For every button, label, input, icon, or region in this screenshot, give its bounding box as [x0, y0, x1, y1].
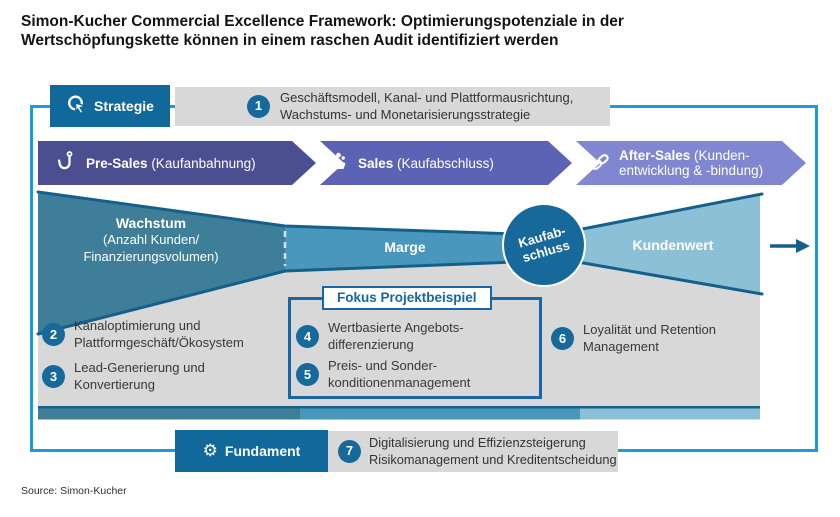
- source-note: Source: Simon-Kucher: [21, 485, 127, 497]
- chain-link-icon: [589, 151, 611, 176]
- number-badge-4: 4: [296, 324, 319, 348]
- item-2: 2 Kanaloptimierung und Plattformgeschäft…: [42, 317, 244, 351]
- item-5: 5 Preis- und Sonder- konditionenmanageme…: [296, 357, 470, 391]
- sales-title: Sales: [358, 155, 394, 171]
- foundation-text-line2: Risikomanagement und Kreditentscheidung: [369, 451, 617, 467]
- growth-sub1: (Anzahl Kunden/: [102, 232, 200, 247]
- page-title-line1: Simon-Kucher Commercial Excellence Frame…: [21, 13, 624, 30]
- growth-title: Wachstum: [115, 215, 187, 231]
- foundation-text-box: 7 Digitalisierung und Effizienzsteigerun…: [328, 431, 618, 472]
- number-badge-5: 5: [296, 362, 319, 386]
- number-badge-2: 2: [42, 322, 65, 346]
- foundation-label: Fundament: [224, 443, 301, 459]
- number-badge-1: 1: [247, 95, 270, 118]
- pre-sales-subtitle: (Kaufanbahnung): [151, 155, 256, 171]
- after-sales-subtitle-line1: (Kunden-: [694, 147, 750, 163]
- target-click-icon: [66, 94, 88, 118]
- gear-icon: ⚙: [202, 440, 218, 461]
- growth-sub2: Finanzierungsvolumen): [83, 249, 219, 264]
- strategy-label: Strategie: [94, 98, 154, 114]
- pre-sales-chevron-label: Pre-Sales (Kaufanbahnung): [56, 141, 256, 185]
- foundation-text-line1: Digitalisierung und Effizienzsteigerung: [369, 435, 586, 450]
- page-title-line2: Wertschöpfungskette können in einem rasc…: [21, 32, 559, 49]
- item-3: 3 Lead-Generierung und Konvertierung: [42, 359, 205, 393]
- sales-subtitle: (Kaufabschluss): [397, 155, 494, 171]
- growth-label: Wachstum (Anzahl Kunden/ Finanzierungsvo…: [55, 215, 247, 265]
- page-title: Simon-Kucher Commercial Excellence Frame…: [21, 12, 791, 50]
- after-sales-subtitle-line2: entwicklung & -bindung): [619, 163, 764, 178]
- number-badge-3: 3: [42, 364, 65, 388]
- after-sales-chevron-label: After-Sales (Kunden- entwicklung & -bind…: [589, 141, 763, 185]
- item-4: 4 Wertbasierte Angebots- differenzierung: [296, 319, 464, 353]
- pre-sales-title: Pre-Sales: [86, 155, 148, 171]
- margin-label: Marge: [384, 239, 426, 255]
- foundation-label-box: ⚙ Fundament: [175, 430, 328, 472]
- strategy-text-line1: Geschäftsmodell, Kanal- und Plattformaus…: [280, 90, 574, 105]
- item-6: 6 Loyalität und Retention Management: [551, 321, 716, 355]
- number-badge-7: 7: [338, 440, 361, 463]
- after-sales-title: After-Sales: [619, 147, 691, 163]
- coins-hand-icon: [328, 151, 349, 176]
- strategy-text-box: 1 Geschäftsmodell, Kanal- und Plattforma…: [175, 87, 610, 126]
- sales-chevron-label: Sales (Kaufabschluss): [328, 141, 494, 185]
- focus-project-label: Fokus Projektbeispiel: [322, 286, 492, 310]
- strategy-label-box: Strategie: [50, 85, 170, 127]
- strategy-text-line2: Wachstums- und Monetarisierungsstrategie: [280, 106, 531, 122]
- customer-value-label: Kundenwert: [632, 237, 714, 253]
- number-badge-6: 6: [551, 326, 574, 350]
- fishing-hook-icon: [56, 150, 77, 177]
